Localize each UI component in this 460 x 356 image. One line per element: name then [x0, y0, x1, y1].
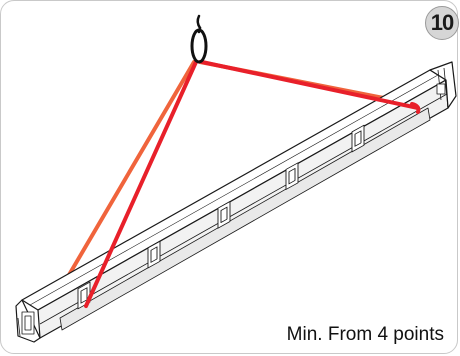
clamp-2 [147, 240, 161, 269]
clamp-5 [351, 124, 365, 153]
lifting-eye-icon [190, 14, 208, 64]
busbar-top-line [29, 74, 439, 306]
busbar-end-right [429, 61, 457, 109]
step-number-badge: 10 [425, 6, 459, 40]
lifting-caption: Min. From 4 points [286, 324, 444, 345]
clamp-3 [217, 200, 231, 229]
busbar-section [15, 61, 457, 343]
sling-front-right [200, 60, 420, 110]
busbar-end-left [15, 299, 41, 343]
sling-rear-left [64, 60, 196, 282]
sling-right-hook [410, 102, 421, 114]
sling-front-left [84, 60, 198, 308]
front-slings [84, 60, 421, 308]
busbar-inner-strip [59, 107, 431, 331]
busbar-edge-line [39, 93, 448, 325]
busbar-clamps [77, 124, 365, 310]
clamp-4 [285, 162, 299, 190]
